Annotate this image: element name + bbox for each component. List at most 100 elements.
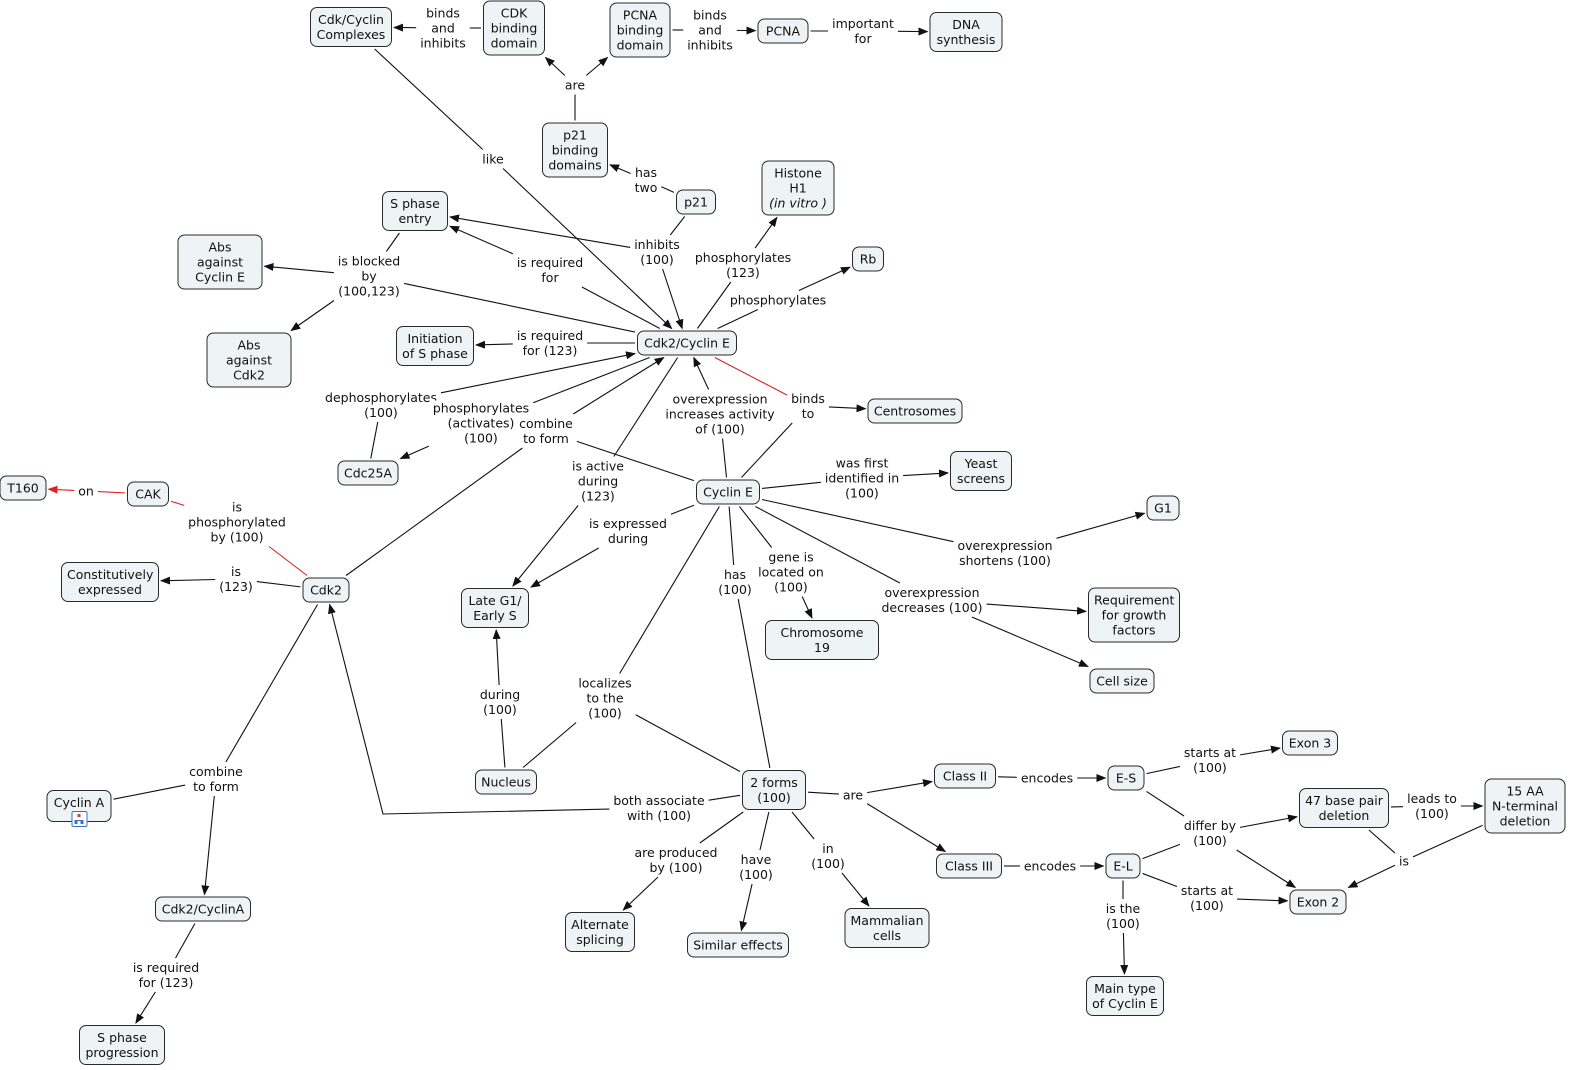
concept-similar[interactable]: Similar effects	[687, 932, 789, 958]
concept-label: Cdk2/CyclinA	[161, 901, 245, 917]
concept-label: Class III	[945, 858, 993, 874]
concept-cdc25a[interactable]: Cdc25A	[337, 460, 399, 486]
link-label-bi2: binds and inhibits	[685, 7, 735, 53]
concept-cell-size[interactable]: Cell size	[1089, 668, 1155, 694]
arrow-connector	[475, 340, 513, 349]
concept-rb[interactable]: Rb	[852, 246, 884, 272]
link-label-like: like	[480, 151, 506, 167]
link-label-phosrb: phosphorylates	[727, 292, 829, 308]
arrow-connector	[867, 779, 933, 794]
link-label-during: during (100)	[477, 687, 523, 717]
link-label-prod: are produced by (100)	[632, 845, 720, 875]
concept-aa15[interactable]: 15 AA N-terminal deletion	[1484, 778, 1566, 834]
concept-t160[interactable]: T160	[0, 475, 47, 501]
concept-yeast[interactable]: Yeast screens	[950, 451, 1012, 491]
concept-two-forms[interactable]: 2 forms (100)	[742, 770, 806, 810]
link-label-req123: is required for (123)	[514, 328, 586, 358]
concept-cdk2cyce[interactable]: Cdk2/Cyclin E	[637, 330, 737, 356]
concept-constitutively[interactable]: Constitutively expressed	[61, 562, 159, 602]
concept-label: Cell size	[1096, 673, 1148, 689]
concept-class2[interactable]: Class II	[934, 763, 996, 789]
link-label-dephos: dephosphorylates (100)	[323, 390, 439, 420]
line-connector	[268, 546, 308, 576]
concept-abs-cdk2[interactable]: Abs against Cdk2	[206, 332, 292, 388]
line-connector	[721, 438, 728, 478]
line-connector	[1146, 790, 1185, 817]
arrow-connector	[1239, 745, 1281, 756]
line-connector	[175, 923, 196, 959]
concept-s-prog[interactable]: S phase progression	[79, 1025, 165, 1065]
concept-label: CAK	[135, 486, 161, 502]
concept-cdk-binding[interactable]: CDK binding domain	[483, 0, 545, 56]
arrow-connector	[662, 268, 684, 330]
line-connector	[532, 356, 650, 404]
line-connector	[345, 447, 523, 576]
concept-bp47[interactable]: 47 base pair deletion	[1299, 788, 1389, 828]
concept-es[interactable]: E-S	[1107, 765, 1145, 791]
link-label-binds: binds to	[789, 391, 827, 421]
concept-label: Late G1/ Early S	[468, 593, 522, 623]
concept-initiation[interactable]: Initiation of S phase	[396, 326, 474, 366]
concept-label: E-S	[1115, 770, 1137, 786]
link-label-isphos: is phosphorylated by (100)	[186, 499, 288, 545]
concept-histone[interactable]: Histone H1(in vitro )	[761, 160, 835, 216]
concept-g1[interactable]: G1	[1146, 495, 1180, 521]
concept-label: Alternate splicing	[571, 917, 629, 947]
concept-abs-cyce[interactable]: Abs against Cyclin E	[177, 234, 263, 290]
submap-icon[interactable]	[71, 811, 87, 827]
concept-exon3[interactable]: Exon 3	[1282, 730, 1338, 756]
arrow-connector	[986, 603, 1087, 615]
concept-label: Chromosome 19	[780, 625, 864, 655]
concept-pcna-binding[interactable]: PCNA binding domain	[609, 2, 671, 58]
concept-alternate[interactable]: Alternate splicing	[565, 912, 635, 952]
concept-cdk-cyclin[interactable]: Cdk/Cyclin Complexes	[310, 7, 392, 47]
link-label-overinc: overexpression increases activity of (10…	[663, 391, 777, 437]
arrow-connector	[754, 216, 778, 249]
concept-class3[interactable]: Class III	[936, 853, 1002, 879]
concept-cak[interactable]: CAK	[127, 481, 169, 507]
concept-nucleus[interactable]: Nucleus	[475, 769, 537, 795]
line-connector	[755, 506, 901, 584]
concept-label: Main type of Cyclin E	[1092, 981, 1158, 1011]
concept-cyclin-e[interactable]: Cyclin E	[696, 479, 760, 505]
line-connector	[696, 281, 732, 329]
line-connector	[761, 481, 821, 489]
line-connector	[225, 604, 319, 763]
concept-p21-binding[interactable]: p21 binding domains	[542, 122, 608, 178]
link-label-first: was first identified in (100)	[822, 455, 902, 501]
concept-label: Mammalian cells	[850, 913, 924, 943]
arrow-connector	[492, 629, 501, 686]
concept-label: Cyclin A	[53, 795, 105, 810]
link-label-start1: starts at (100)	[1181, 745, 1239, 775]
concept-label: Histone H1	[774, 165, 822, 196]
arrow-connector	[798, 266, 851, 292]
concept-dna[interactable]: DNA synthesis	[929, 12, 1003, 52]
concept-cdk2cyca[interactable]: Cdk2/CyclinA	[155, 896, 251, 922]
concept-requirement[interactable]: Requirement for growth factors	[1088, 587, 1180, 643]
concept-main-type[interactable]: Main type of Cyclin E	[1086, 976, 1164, 1016]
link-label-decr: overexpression decreases (100)	[879, 585, 985, 615]
concept-late-g1[interactable]: Late G1/ Early S	[461, 588, 529, 628]
concept-chr19[interactable]: Chromosome 19	[765, 620, 879, 660]
concept-s-entry[interactable]: S phase entry	[382, 191, 448, 231]
concept-p21[interactable]: p21	[676, 189, 716, 215]
arrow-connector	[971, 616, 1089, 668]
line-connector	[708, 794, 741, 801]
concept-cyclin-a[interactable]: Cyclin A	[46, 790, 112, 827]
concept-exon2[interactable]: Exon 2	[1289, 889, 1347, 915]
arrow-connector	[903, 469, 949, 478]
arrow-connector	[1236, 849, 1297, 889]
concept-pcna[interactable]: PCNA	[757, 18, 809, 44]
concept-cdk2[interactable]: Cdk2	[302, 577, 350, 603]
concept-label: Centrosomes	[873, 403, 957, 419]
line-connector	[741, 422, 793, 478]
concept-centrosomes[interactable]: Centrosomes	[867, 398, 963, 424]
arrow-connector	[502, 168, 673, 330]
concept-label: PCNA	[765, 23, 801, 39]
link-label-shortens: overexpression shortens (100)	[955, 538, 1055, 568]
arrow-connector	[1120, 932, 1129, 975]
link-label-in: in (100)	[809, 841, 847, 871]
concept-mammalian[interactable]: Mammalian cells	[844, 908, 930, 948]
link-label-local: localizes to the (100)	[576, 675, 634, 721]
concept-el[interactable]: E-L	[1105, 853, 1141, 879]
